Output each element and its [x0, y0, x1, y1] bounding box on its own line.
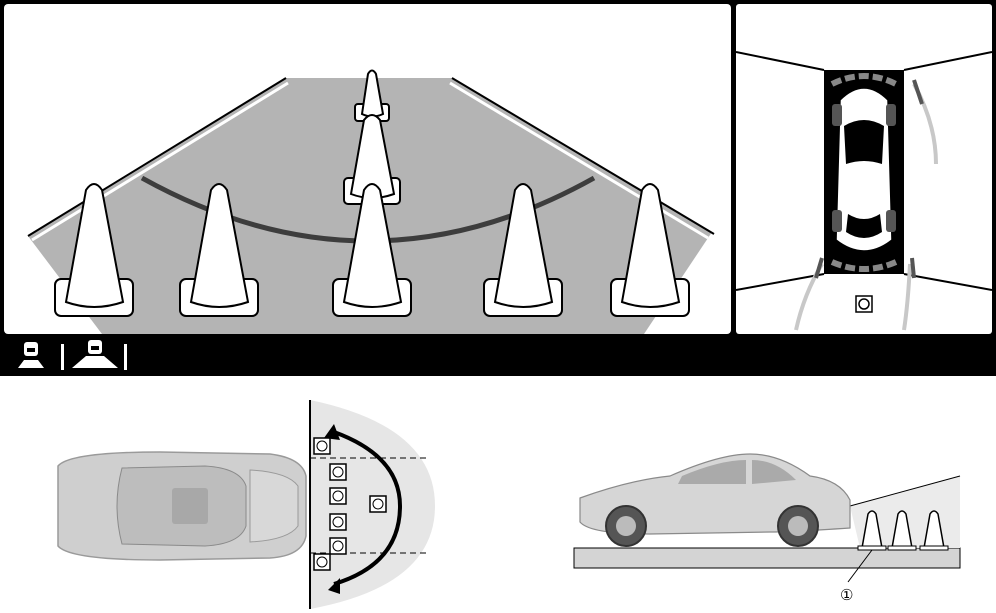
cone-side-2 [887, 510, 917, 551]
cone-near-1 [54, 183, 134, 317]
parking-sensor-icon [855, 295, 873, 313]
cone-near-4 [483, 183, 563, 317]
side-view-diagram: ① [570, 450, 962, 611]
coverage-arrow [333, 430, 403, 586]
cone-side-3 [919, 510, 949, 551]
cone-side-1 [857, 510, 887, 551]
sensor-coverage-diagram [40, 396, 440, 611]
car-side-view [579, 453, 851, 547]
car-top-view [57, 451, 307, 561]
status-bar [0, 338, 996, 376]
car-top-view [832, 87, 896, 252]
cone-near-5 [610, 183, 690, 317]
top-view-panel [736, 4, 992, 334]
front-camera-view-icon[interactable] [18, 342, 44, 368]
front-camera-view [4, 4, 731, 334]
cone-near-center [332, 183, 412, 317]
callout-label: ① [840, 587, 853, 604]
sensor-marker [313, 437, 387, 571]
wide-front-view-icon[interactable] [72, 340, 118, 368]
cone-near-2 [179, 183, 259, 317]
camera-display-screen [0, 0, 996, 376]
